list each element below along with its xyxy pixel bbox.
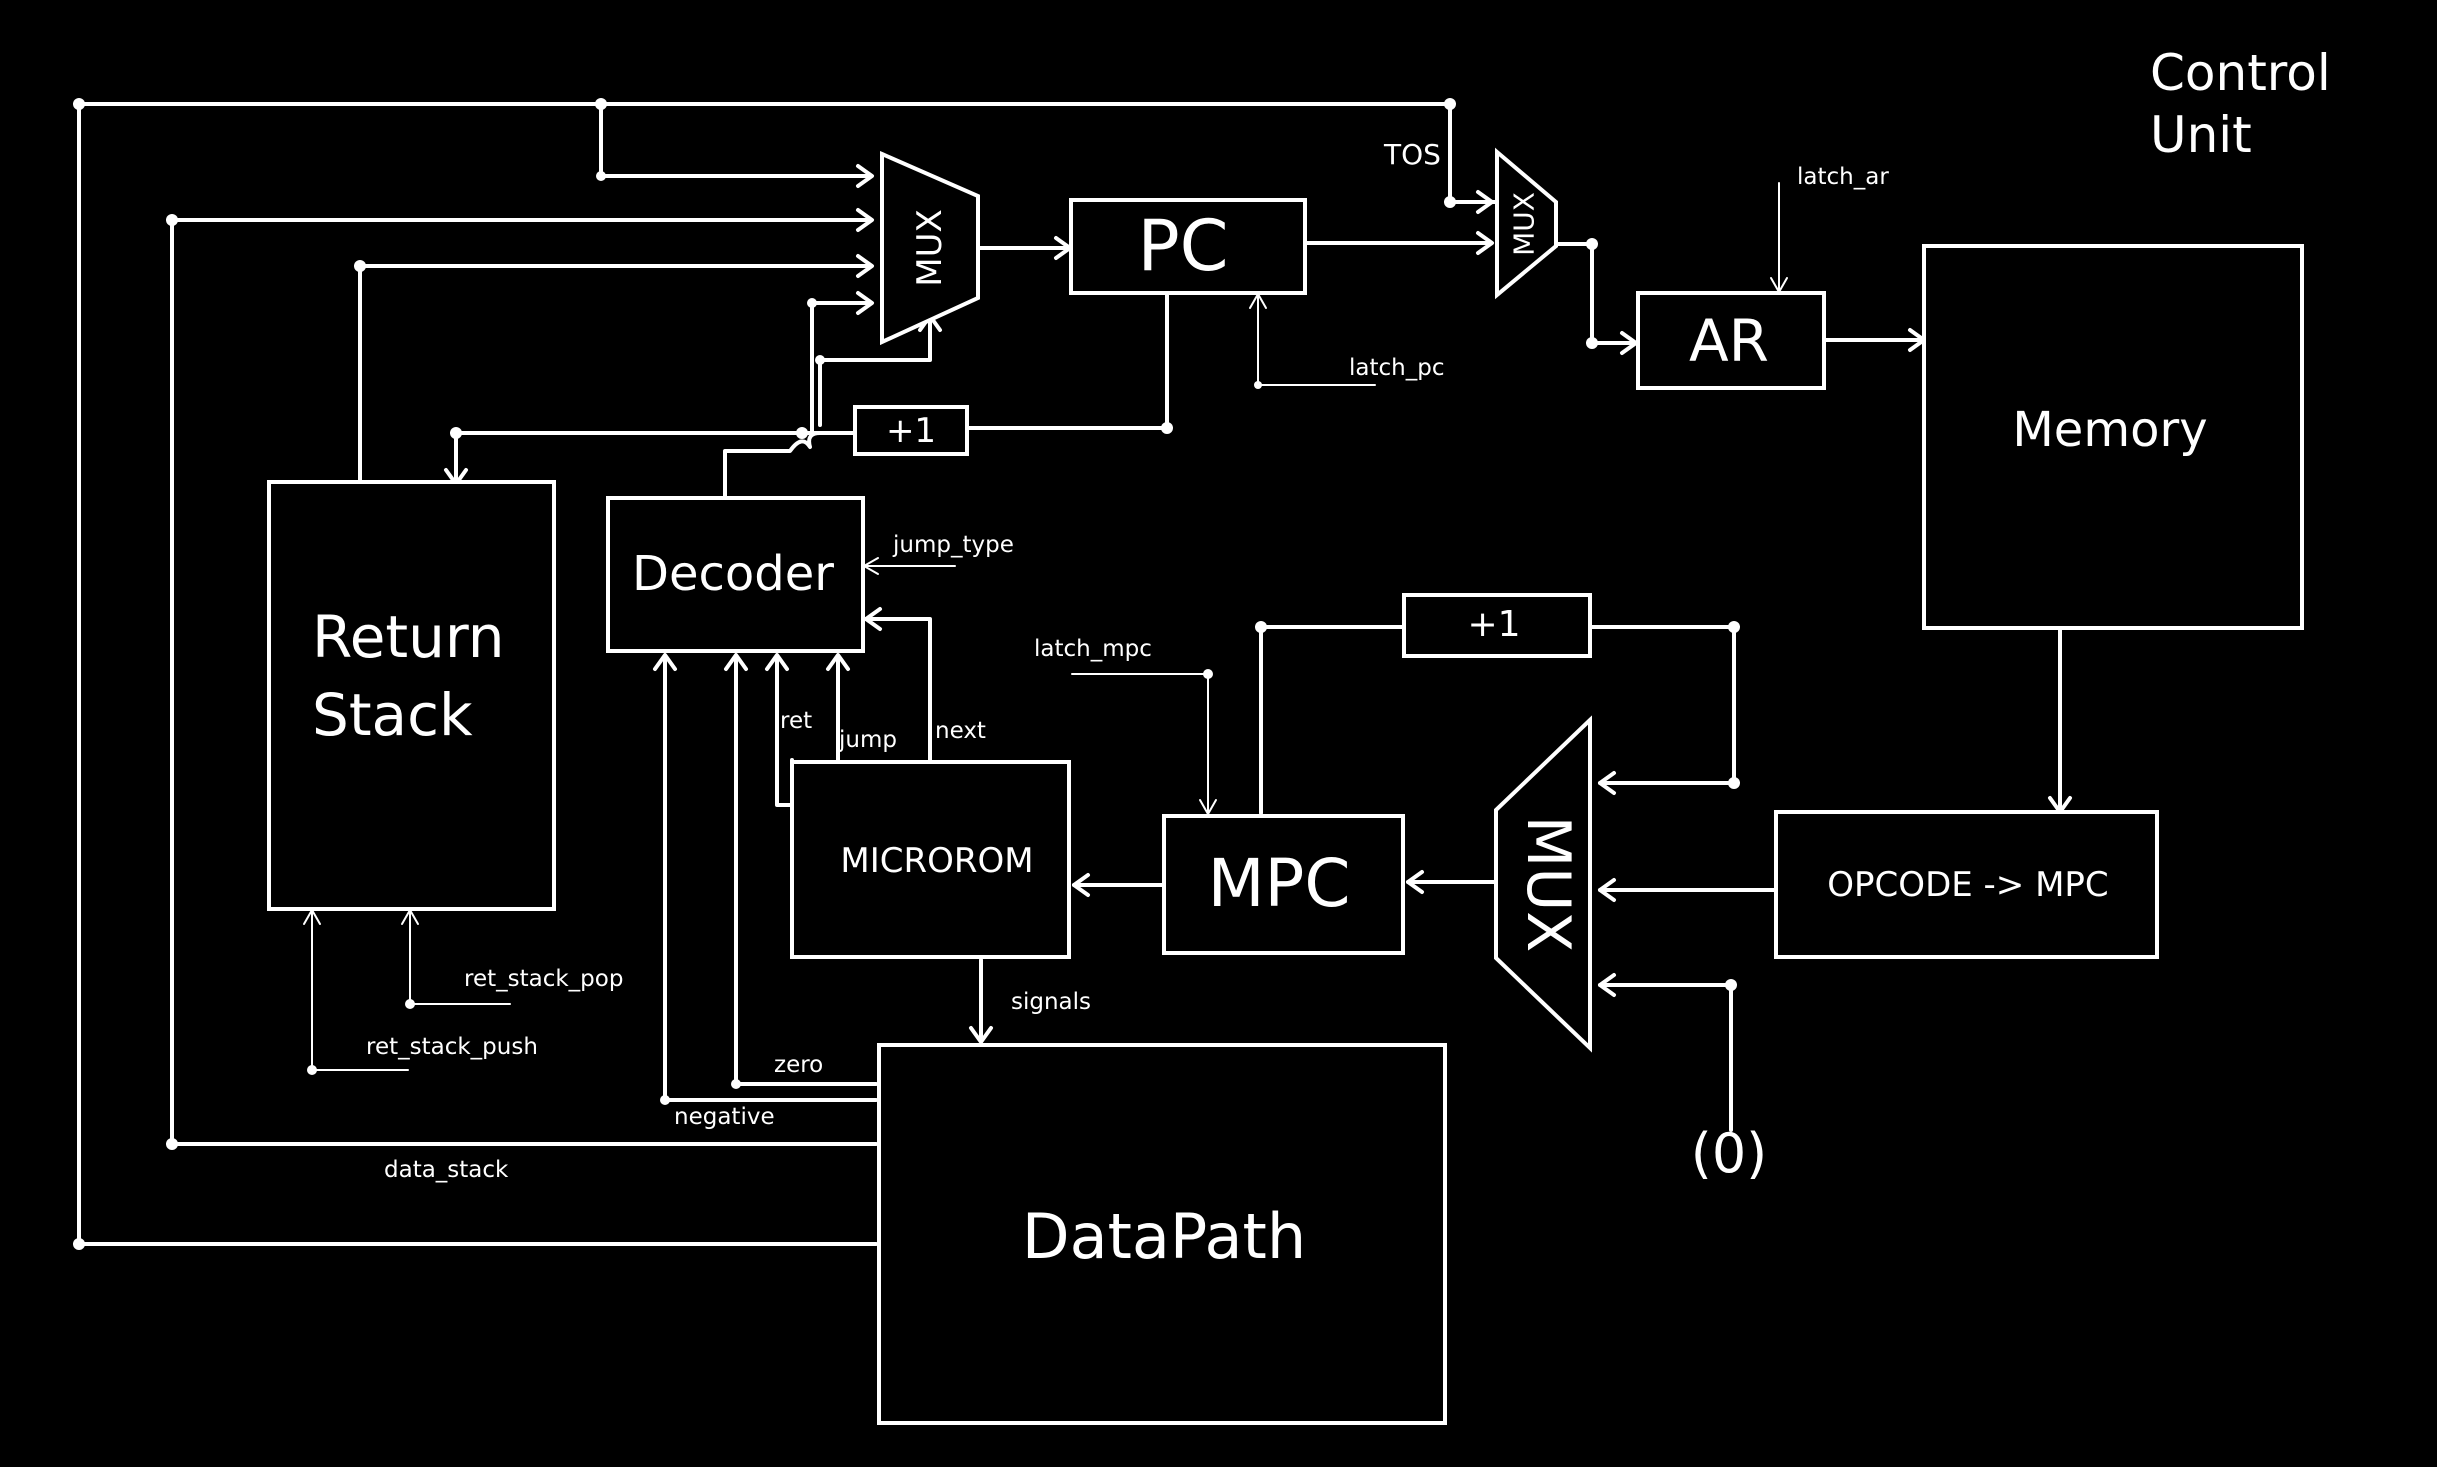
ar-label: AR [1689, 307, 1769, 375]
arrowheads [303, 164, 2072, 1044]
datapath-label: DataPath [1022, 1200, 1306, 1273]
junction-dots [73, 98, 1740, 1250]
mpc-incrementer-label: +1 [1467, 604, 1520, 645]
next-label: next [935, 718, 986, 744]
latch-pc-label: latch_pc [1349, 355, 1444, 381]
microrom-block: MICROROM [790, 760, 1071, 959]
ar-register: AR [1636, 291, 1826, 390]
ar-mux: MUX [1495, 147, 1558, 300]
pc-register: PC [1069, 198, 1307, 295]
memory-label: Memory [2012, 402, 2207, 458]
zero-constant: (0) [1691, 1122, 1768, 1185]
microrom-label: MICROROM [840, 841, 1033, 881]
title-line1: Control [2150, 44, 2331, 102]
opcode-to-mpc-block: OPCODE -> MPC [1774, 810, 2159, 959]
jump-label: jump [838, 727, 897, 753]
decoder-label: Decoder [632, 546, 834, 602]
ret-stack-pop-label: ret_stack_pop [464, 966, 623, 992]
mpc-mux-label: MUX [1513, 816, 1583, 953]
pc-mux: MUX [880, 150, 980, 346]
zero-flag-label: zero [774, 1052, 823, 1078]
opcode-to-mpc-label: OPCODE -> MPC [1827, 865, 2108, 905]
mpc-label: MPC [1208, 845, 1351, 922]
mpc-mux: MUX [1494, 715, 1592, 1053]
ret-stack-push-label: ret_stack_push [366, 1034, 538, 1060]
mpc-incrementer: +1 [1402, 593, 1592, 658]
pc-label: PC [1137, 205, 1228, 287]
title-line2: Unit [2150, 106, 2252, 164]
ar-mux-label: MUX [1508, 192, 1541, 256]
memory-block: Memory [1922, 244, 2304, 630]
return-stack-line2: Stack [312, 681, 473, 749]
data-stack-label: data_stack [384, 1157, 509, 1183]
signals-label: signals [1011, 989, 1091, 1015]
decoder-block: Decoder [606, 496, 865, 653]
tos-label: TOS [1383, 138, 1441, 171]
pc-incrementer: +1 [853, 405, 969, 456]
latch-mpc-label: latch_mpc [1034, 636, 1152, 662]
negative-flag-label: negative [674, 1104, 775, 1130]
jump-type-label: jump_type [892, 532, 1014, 558]
ret-label: ret [780, 708, 812, 734]
mpc-register: MPC [1162, 814, 1405, 955]
latch-ar-label: latch_ar [1797, 164, 1889, 190]
return-stack-line1: Return [312, 603, 504, 671]
datapath-block: DataPath [877, 1043, 1447, 1425]
pc-mux-label: MUX [910, 209, 950, 287]
pc-incrementer-label: +1 [886, 411, 936, 451]
